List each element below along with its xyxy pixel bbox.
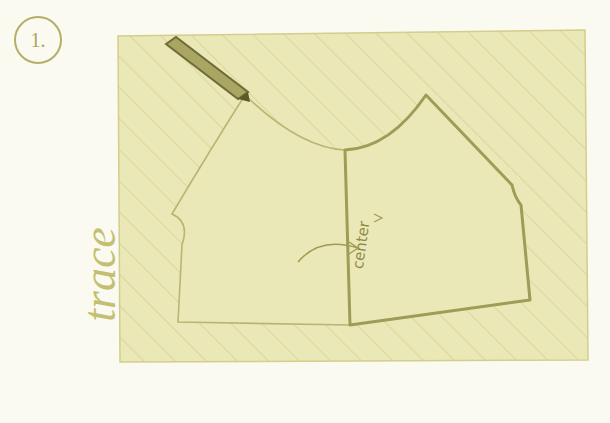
pencil: [166, 37, 250, 102]
traced-half: [172, 95, 350, 325]
pattern-half: [345, 95, 530, 325]
step-label: trace: [73, 227, 126, 322]
step-circle: 1.: [14, 16, 62, 64]
step-number: 1.: [31, 29, 46, 52]
hatching: [118, 30, 588, 362]
direction-mark: [374, 214, 382, 222]
paper-sheet: [118, 30, 588, 362]
